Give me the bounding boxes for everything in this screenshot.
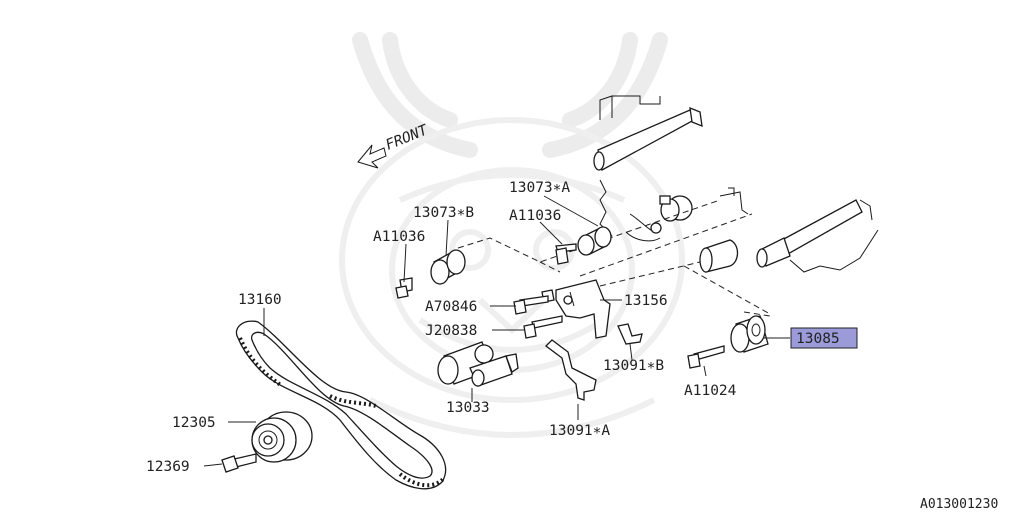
callout-labels: 13073∗A A11036 13073∗B A11036 A70846 J20… xyxy=(146,180,737,475)
callout-leaders xyxy=(203,195,790,467)
crank-pulley-12305 xyxy=(251,411,313,463)
callout-a11036-left: A11036 xyxy=(373,229,425,245)
callout-13091a: 13091∗A xyxy=(549,423,610,439)
callout-12369: 12369 xyxy=(146,459,190,475)
callout-a70846: A70846 xyxy=(425,299,477,315)
callout-13085[interactable]: 13085 xyxy=(796,331,840,347)
highlight-box[interactable] xyxy=(790,327,858,349)
timing-belt-13160 xyxy=(235,320,447,490)
callout-13033: 13033 xyxy=(446,400,490,416)
watermark-emblem xyxy=(339,32,685,438)
camshaft-upper xyxy=(593,95,703,237)
callout-13091b: 13091∗B xyxy=(603,358,664,374)
tensioner-bracket-13156 xyxy=(541,279,611,339)
callout-j20838: J20838 xyxy=(425,323,477,339)
callout-12305: 12305 xyxy=(172,415,216,431)
camshaft-right xyxy=(756,199,879,273)
assembly-guide-lines xyxy=(457,199,771,317)
callout-13073a: 13073∗A xyxy=(509,180,570,196)
bolt-a70846 xyxy=(513,295,549,315)
bolt-a11036-top xyxy=(555,243,577,265)
callout-13156: 13156 xyxy=(624,293,668,309)
callout-a11024: A11024 xyxy=(684,383,737,399)
cover-13091a xyxy=(545,339,597,401)
callout-13160: 13160 xyxy=(238,292,282,308)
bolt-12369 xyxy=(221,453,257,473)
callout-a11036-top: A11036 xyxy=(509,208,561,224)
idler-pulley-13073b xyxy=(430,249,466,285)
highlighted-part-13085[interactable]: 13085 xyxy=(790,327,858,349)
idler-13085 xyxy=(730,315,769,353)
belt-tensioner-13033 xyxy=(437,341,519,387)
bolt-a11036-left xyxy=(395,277,413,299)
bolt-a11024 xyxy=(687,345,725,369)
figure-code: A013001230 xyxy=(920,497,998,512)
cam-sprocket-assembly xyxy=(625,187,749,273)
idler-pulley-13073a xyxy=(577,226,612,256)
callout-13073b: 13073∗B xyxy=(413,205,474,221)
front-arrow-icon xyxy=(357,144,387,169)
clip-13091b xyxy=(617,323,643,345)
bolt-j20838 xyxy=(523,315,563,339)
